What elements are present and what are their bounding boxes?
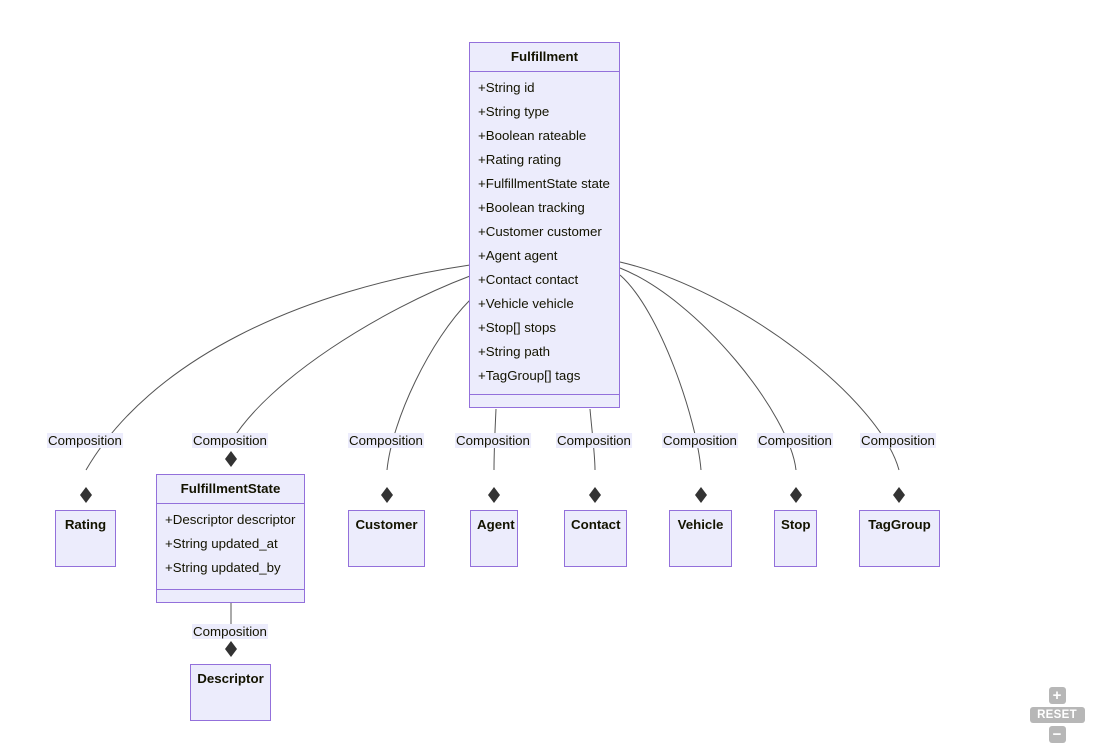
uml-attribute: +Contact contact bbox=[478, 272, 579, 288]
uml-compartment-divider bbox=[470, 394, 619, 395]
uml-class-title: Vehicle bbox=[677, 517, 724, 532]
uml-attribute: +Customer customer bbox=[478, 224, 602, 240]
composition-diamond-vehicle bbox=[695, 487, 707, 503]
uml-attribute: +Descriptor descriptor bbox=[165, 512, 296, 528]
uml-attributes-compartment bbox=[670, 539, 731, 555]
zoom-controls[interactable]: + RESET − bbox=[1026, 687, 1088, 743]
uml-class-stop[interactable]: Stop bbox=[774, 510, 817, 567]
uml-methods-compartment bbox=[191, 709, 270, 721]
uml-empty-attribute-row bbox=[471, 539, 517, 555]
uml-attributes-compartment bbox=[191, 693, 270, 709]
uml-empty-attribute-row bbox=[860, 539, 939, 555]
uml-attribute: +FulfillmentState state bbox=[478, 176, 610, 192]
uml-compartment-divider bbox=[470, 71, 619, 73]
uml-attributes-compartment bbox=[471, 539, 517, 555]
uml-class-vehicle[interactable]: Vehicle bbox=[669, 510, 732, 567]
uml-attribute: +String updated_at bbox=[165, 536, 278, 552]
uml-class-title: FulfillmentState bbox=[180, 481, 281, 496]
uml-class-fulfillmentstate[interactable]: FulfillmentState +Descriptor descriptor +S… bbox=[156, 474, 305, 603]
uml-attribute: +Agent agent bbox=[478, 248, 558, 264]
uml-attribute: +Boolean rateable bbox=[478, 128, 587, 144]
uml-methods-compartment bbox=[471, 555, 517, 567]
uml-class-title: Rating bbox=[64, 517, 107, 532]
uml-methods-compartment bbox=[56, 555, 115, 567]
uml-attribute: +String path bbox=[478, 344, 551, 360]
edge-label-customer: Composition bbox=[348, 433, 424, 448]
composition-diamond-contact bbox=[589, 487, 601, 503]
uml-attributes-compartment: +String id +String type +Boolean rateable +… bbox=[470, 72, 619, 394]
uml-empty-attribute-row bbox=[670, 539, 731, 555]
composition-edge-rating bbox=[85, 264, 471, 471]
uml-methods-compartment bbox=[670, 555, 731, 567]
uml-class-contact[interactable]: Contact bbox=[564, 510, 627, 567]
zoom-reset-button[interactable]: RESET bbox=[1029, 707, 1085, 723]
uml-empty-attribute-row bbox=[775, 539, 816, 555]
composition-diamond-customer bbox=[381, 487, 393, 503]
uml-class-fulfillment[interactable]: Fulfillment +String id +String type +Boolea… bbox=[469, 42, 620, 408]
uml-empty-attribute-row bbox=[56, 539, 115, 555]
uml-class-customer[interactable]: Customer bbox=[348, 510, 425, 567]
uml-compartment-divider bbox=[157, 503, 304, 505]
uml-attribute: +String type bbox=[478, 104, 550, 120]
uml-attributes-compartment bbox=[349, 539, 424, 555]
edge-label-contact: Composition bbox=[556, 433, 632, 448]
uml-methods-compartment bbox=[860, 555, 939, 567]
uml-attributes-compartment bbox=[565, 539, 626, 555]
uml-attribute: +String id bbox=[478, 80, 535, 96]
composition-edge-fulfillmentstate bbox=[230, 275, 471, 443]
edge-label-fulfillmentstate: Composition bbox=[192, 433, 268, 448]
uml-attribute: +String updated_by bbox=[165, 560, 281, 576]
uml-class-title: Stop bbox=[781, 517, 811, 532]
uml-attributes-compartment bbox=[860, 539, 939, 555]
composition-edge-vehicle bbox=[619, 274, 702, 471]
uml-attributes-compartment bbox=[775, 539, 816, 555]
uml-methods-compartment bbox=[565, 555, 626, 567]
uml-class-title: Descriptor bbox=[197, 671, 264, 686]
composition-diamond-rating bbox=[80, 487, 92, 503]
uml-empty-attribute-row bbox=[191, 693, 270, 709]
uml-class-title: Customer bbox=[355, 517, 418, 532]
uml-methods-compartment bbox=[157, 590, 304, 602]
edge-label-rating: Composition bbox=[47, 433, 123, 448]
uml-class-taggroup[interactable]: TagGroup bbox=[859, 510, 940, 567]
uml-class-descriptor[interactable]: Descriptor bbox=[190, 664, 271, 721]
uml-compartment-divider bbox=[157, 589, 304, 590]
uml-attribute: +Rating rating bbox=[478, 152, 562, 168]
composition-diamond-agent bbox=[488, 487, 500, 503]
uml-empty-attribute-row bbox=[565, 539, 626, 555]
composition-diamond-descriptor bbox=[225, 641, 237, 657]
composition-edge-customer bbox=[386, 299, 471, 471]
uml-attribute: +TagGroup[] tags bbox=[478, 368, 581, 384]
uml-class-rating[interactable]: Rating bbox=[55, 510, 116, 567]
composition-diamond-fulfillmentstate bbox=[225, 451, 237, 467]
uml-class-title: Agent bbox=[477, 517, 515, 532]
edge-label-stop: Composition bbox=[757, 433, 833, 448]
edge-label-vehicle: Composition bbox=[662, 433, 738, 448]
uml-attributes-compartment: +Descriptor descriptor +String updated_at… bbox=[157, 504, 304, 589]
uml-attributes-compartment bbox=[56, 539, 115, 555]
uml-attribute: +Boolean tracking bbox=[478, 200, 585, 216]
uml-class-agent[interactable]: Agent bbox=[470, 510, 518, 567]
edge-label-taggroup: Composition bbox=[860, 433, 936, 448]
uml-methods-compartment bbox=[470, 395, 619, 407]
uml-class-title: Fulfillment bbox=[510, 49, 579, 64]
uml-attribute: +Vehicle vehicle bbox=[478, 296, 574, 312]
uml-methods-compartment bbox=[775, 555, 816, 567]
edge-label-descriptor: Composition bbox=[192, 624, 268, 639]
zoom-out-button[interactable]: − bbox=[1048, 726, 1066, 743]
uml-class-title: Contact bbox=[571, 517, 621, 532]
uml-methods-compartment bbox=[349, 555, 424, 567]
edge-label-agent: Composition bbox=[455, 433, 531, 448]
zoom-in-button[interactable]: + bbox=[1048, 687, 1066, 704]
composition-diamond-stop bbox=[790, 487, 802, 503]
composition-diamond-taggroup bbox=[893, 487, 905, 503]
uml-attribute: +Stop[] stops bbox=[478, 320, 556, 336]
uml-empty-attribute-row bbox=[349, 539, 424, 555]
uml-class-title: TagGroup bbox=[868, 517, 931, 532]
